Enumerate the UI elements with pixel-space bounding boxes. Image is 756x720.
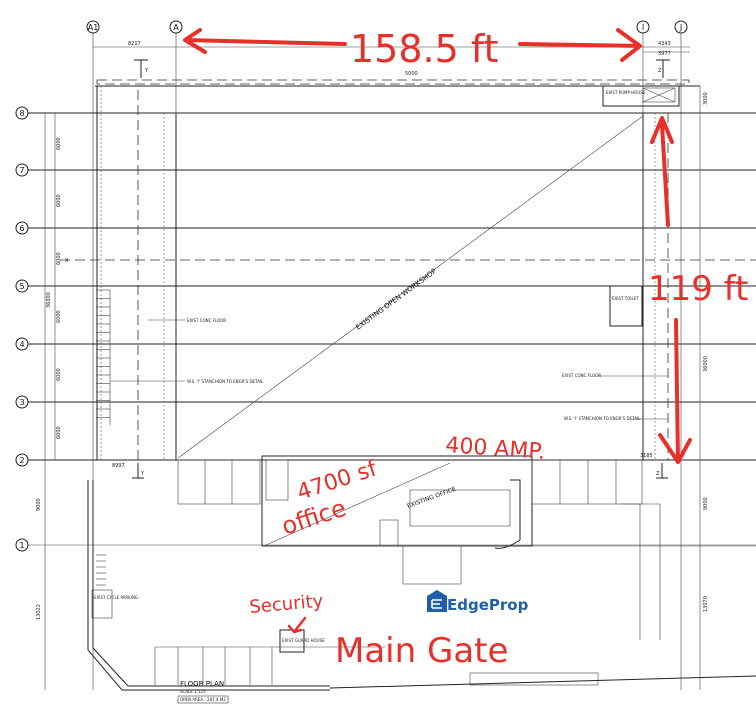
dim-right-4: 13070 — [703, 596, 709, 612]
svg-text:Z: Z — [658, 68, 662, 74]
pump-house-label: EXIST PUMP HOUSE — [606, 90, 646, 95]
toilet-label: EXIST TOILET — [612, 296, 639, 301]
security-arrow — [287, 616, 307, 634]
grid-row-label: 1 — [19, 541, 24, 550]
dim-right-3: 9000 — [703, 497, 709, 510]
note-stanchion-left: W.S. 'I' STANCHION TO ENGR'S DETAIL — [187, 379, 264, 384]
guard-house-label: EXIST GUARD HOUSE — [282, 638, 325, 643]
svg-text:Z: Z — [656, 471, 660, 477]
grid-row-label: 2 — [19, 456, 24, 465]
grid-label-i: I — [642, 23, 644, 32]
cycle-parking-label: EXIST CYCLE PARKING — [94, 595, 138, 600]
section-marker-z-top: Z — [656, 59, 670, 78]
dim-top-2: 5000 — [405, 71, 418, 77]
depth-annotation: 119 ft — [648, 116, 748, 464]
dim-left: 9000 — [36, 498, 42, 511]
workshop-outline — [175, 112, 644, 461]
note-stanchion-right: W.S. 'I' STANCHION TO ENGR'S DETAIL — [564, 416, 641, 421]
width-annotation: 158.5 ft — [183, 27, 642, 71]
drawing-scale: SCALE 1:125 — [180, 689, 206, 694]
grid-row-label: 8 — [19, 109, 24, 118]
toilet-block — [609, 285, 643, 327]
grid-label-a: A — [173, 23, 179, 32]
svg-text:158.5 ft: 158.5 ft — [350, 27, 498, 71]
svg-text:Y: Y — [140, 471, 145, 477]
grid-row-label: 5 — [19, 282, 24, 291]
dim-right-2: 36000 — [703, 356, 709, 372]
edgeprop-watermark: EdgeProp — [427, 590, 529, 614]
dim-left: 6000 — [56, 426, 62, 439]
dim-left: 13022 — [36, 604, 42, 620]
dim-left: 6000 — [56, 252, 62, 265]
dim-top-1: 8217 — [128, 41, 141, 47]
security-annotation: Security — [249, 591, 325, 618]
watermark-text: EdgeProp — [447, 596, 529, 614]
dim-left: 36000 — [46, 292, 52, 308]
section-marker-y-bottom: Y — [132, 463, 145, 479]
drawing-area: OPEN AREA : 287.4 M2 — [180, 697, 226, 702]
svg-text:119 ft: 119 ft — [648, 269, 748, 309]
dim-bottom-right: 3185 — [640, 453, 653, 459]
dim-top-3: 4343 — [658, 41, 671, 47]
dim-top-4: 3977 — [658, 51, 671, 57]
dim-left: 6000 — [56, 368, 62, 381]
section-marker-z-bottom: Z — [656, 463, 668, 479]
grid-row-label: 4 — [19, 340, 24, 349]
grid-label-j: J — [679, 23, 682, 32]
main-gate-opening — [469, 672, 599, 686]
grid-row-label: 3 — [19, 398, 24, 407]
pump-house — [602, 85, 680, 107]
section-marker-x: X — [65, 258, 69, 264]
grid-row-markers: 8 7 6 5 4 3 2 1 — [15, 106, 756, 552]
office-label: EXISTING OFFICE — [406, 486, 457, 510]
dim-right-1: 3000 — [703, 92, 709, 105]
section-marker-y-top: Y — [134, 59, 149, 78]
main-gate-annotation: Main Gate — [335, 631, 508, 671]
note-conc-floor-left: EXIST CONC FLOOR — [187, 318, 226, 323]
note-conc-floor-right: EXIST CONC FLOOR — [562, 373, 601, 378]
dim-bottom-left: 8997 — [112, 463, 125, 469]
workshop-label: EXISTING OPEN WORKSHOP — [354, 267, 438, 331]
grid-row-label: 6 — [19, 224, 24, 233]
dim-left: 6000 — [56, 310, 62, 323]
grid-label-a1: A1 — [88, 23, 99, 32]
drawing-title: FLOOR PLAN — [180, 680, 224, 688]
dim-left: 6000 — [56, 137, 62, 150]
dim-left: 6000 — [56, 194, 62, 207]
grid-column-markers: A1 A I J — [86, 20, 688, 690]
svg-text:Y: Y — [144, 68, 149, 74]
grid-row-label: 7 — [19, 166, 24, 175]
